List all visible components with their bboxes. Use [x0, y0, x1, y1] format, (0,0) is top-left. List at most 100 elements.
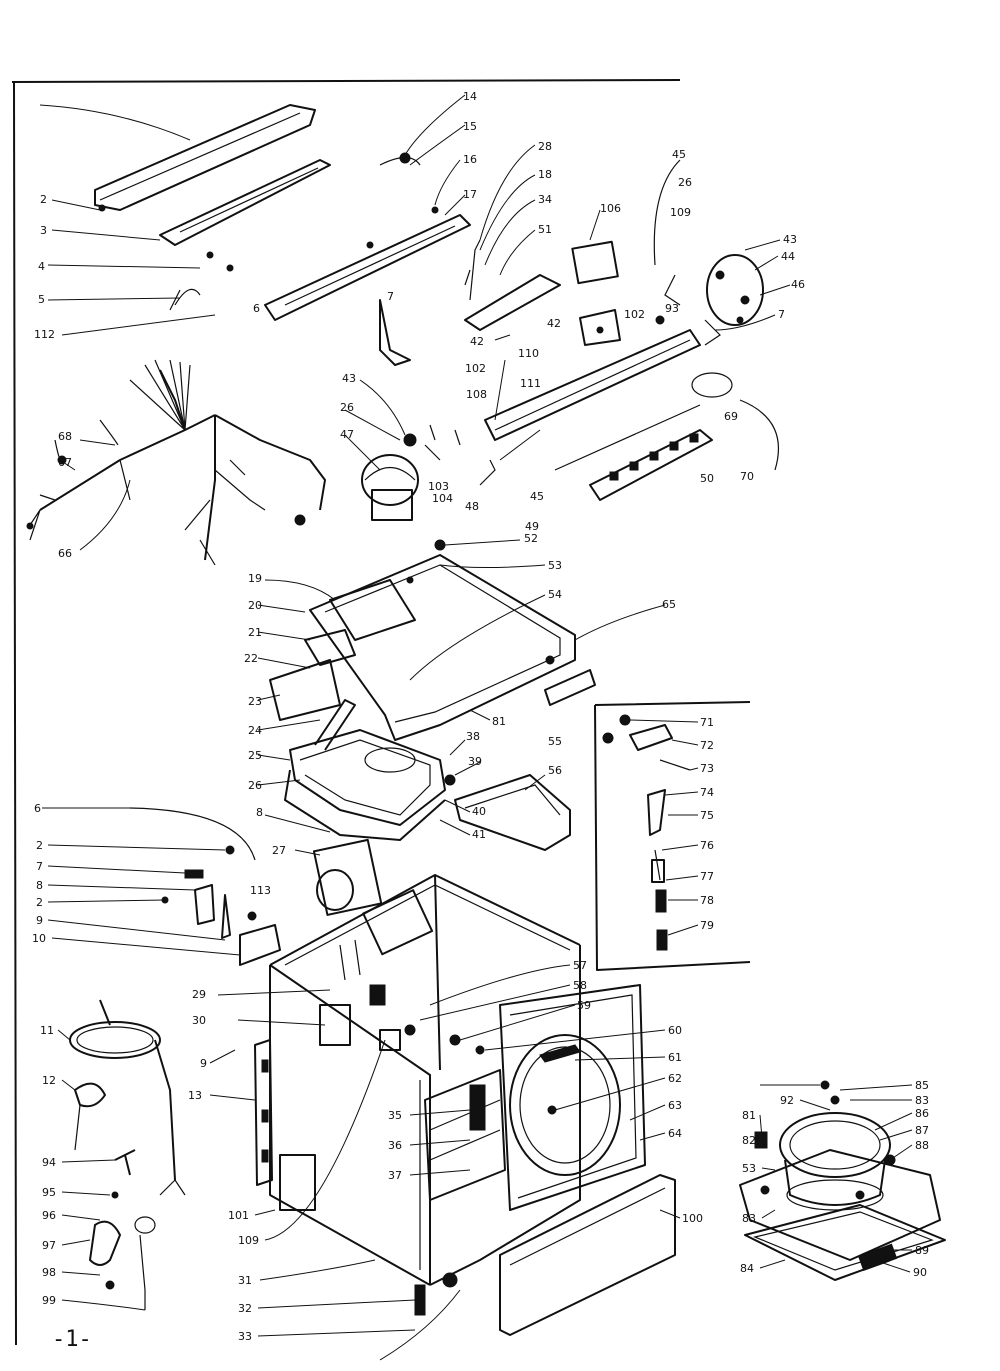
- callout: 21: [248, 626, 262, 639]
- callout: 43: [783, 233, 797, 246]
- callout: 92: [780, 1094, 794, 1107]
- callout: 41: [472, 828, 486, 841]
- callout: 59: [577, 999, 591, 1012]
- power-cord-hoses: [69, 999, 186, 1310]
- callout: 94: [42, 1156, 56, 1169]
- callout: 9: [36, 914, 43, 927]
- callout: 77: [700, 870, 714, 883]
- callout: 73: [700, 762, 714, 775]
- callout: 56: [548, 764, 562, 777]
- callout: 7: [387, 290, 394, 303]
- callout: 40: [472, 805, 486, 818]
- callout: 84: [740, 1262, 754, 1275]
- callout: 53: [548, 559, 562, 572]
- callout: 85: [915, 1079, 929, 1092]
- selector-switch-cluster: [653, 159, 779, 471]
- callout: 109: [670, 206, 691, 219]
- callout: 34: [538, 193, 552, 206]
- callout: 39: [468, 755, 482, 768]
- callout: 57: [573, 959, 587, 972]
- callout: 5: [38, 293, 45, 306]
- callout: 48: [465, 500, 479, 513]
- inset-latch-assembly: [594, 701, 751, 971]
- callout: 42: [547, 317, 561, 330]
- callout: 27: [272, 844, 286, 857]
- callout: 2: [36, 839, 43, 852]
- callout: 67: [58, 456, 72, 469]
- callout: 108: [466, 388, 487, 401]
- callout: 51: [538, 223, 552, 236]
- callout: 4: [38, 260, 45, 273]
- callout: 2: [40, 193, 47, 206]
- callout: 50: [700, 472, 714, 485]
- callout: 6: [253, 302, 260, 315]
- callout: 35: [388, 1109, 402, 1122]
- callout: 8: [256, 806, 263, 819]
- callout: 93: [665, 302, 679, 315]
- callout: 100: [682, 1212, 703, 1225]
- callout: 102: [465, 362, 486, 375]
- callout: 82: [742, 1134, 756, 1147]
- callout: 87: [915, 1124, 929, 1137]
- wiring-harness: [26, 359, 326, 566]
- callout: 12: [42, 1074, 56, 1087]
- callout: 75: [700, 809, 714, 822]
- kickplate: [499, 1174, 676, 1336]
- tub-basin: [284, 699, 456, 841]
- tub-ring-base-assembly: [739, 1080, 946, 1281]
- callout: 65: [662, 598, 676, 611]
- callout: 58: [573, 979, 587, 992]
- tub-cover-assembly: [269, 539, 576, 741]
- callout: 23: [248, 695, 262, 708]
- callout: 109: [238, 1234, 259, 1247]
- callout: 13: [188, 1089, 202, 1102]
- callout: 9: [200, 1057, 207, 1070]
- callout: 61: [668, 1051, 682, 1064]
- callout: 14: [463, 90, 477, 103]
- callout: 16: [463, 153, 477, 166]
- callout: 22: [244, 652, 258, 665]
- callout: 71: [700, 716, 714, 729]
- callout: 52: [524, 532, 538, 545]
- callout: 10: [32, 932, 46, 945]
- callout: 7: [36, 860, 43, 873]
- callout: 101: [228, 1209, 249, 1222]
- callout: 111: [520, 377, 541, 390]
- callout: 62: [668, 1072, 682, 1085]
- callout: 45: [530, 490, 544, 503]
- callout: 83: [742, 1212, 756, 1225]
- callout: 2: [36, 896, 43, 909]
- callout: 37: [388, 1169, 402, 1182]
- callout: 38: [466, 730, 480, 743]
- callout: 96: [42, 1209, 56, 1222]
- callout: 25: [248, 749, 262, 762]
- callout: 104: [432, 492, 453, 505]
- push-button-bank: [554, 404, 713, 501]
- callout: 29: [192, 988, 206, 1001]
- callout: 53: [742, 1162, 756, 1175]
- inlet-valve: [312, 838, 383, 916]
- callout: 26: [248, 779, 262, 792]
- callout: 86: [915, 1107, 929, 1120]
- callout: 66: [58, 547, 72, 560]
- callout: 24: [248, 724, 262, 737]
- callout: 74: [700, 786, 714, 799]
- callout: 46: [791, 278, 805, 291]
- callout: 15: [463, 120, 477, 133]
- callout: 89: [915, 1244, 929, 1257]
- callout: 76: [700, 839, 714, 852]
- callout: 28: [538, 140, 552, 153]
- callout: 64: [668, 1127, 682, 1140]
- callout: 81: [742, 1109, 756, 1122]
- timer-motor-assembly: [361, 240, 701, 521]
- callout: 98: [42, 1266, 56, 1279]
- callout: 20: [248, 599, 262, 612]
- callout: 31: [238, 1274, 252, 1287]
- callout: 78: [700, 894, 714, 907]
- callout: 103: [428, 480, 449, 493]
- callout: 47: [340, 428, 354, 441]
- callout: 69: [724, 410, 738, 423]
- callout: 99: [42, 1294, 56, 1307]
- callout: 7: [778, 308, 785, 321]
- callout: 42: [470, 335, 484, 348]
